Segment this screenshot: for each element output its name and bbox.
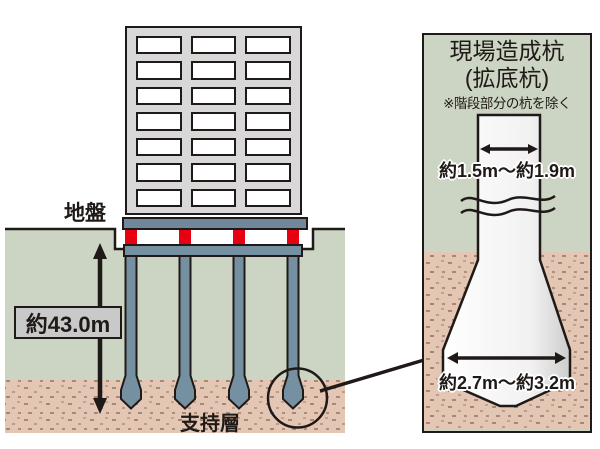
detail-panel: 現場造成杭 (拡底杭) ※階段部分の杭を除く 約1.5m〜約1.9m 約2.7m… bbox=[422, 33, 592, 433]
building-window bbox=[136, 112, 182, 131]
pile-1 bbox=[120, 249, 142, 410]
arrow-head-right bbox=[555, 352, 566, 364]
depth-arrow-head-up bbox=[93, 243, 107, 259]
seismic-isolator bbox=[125, 230, 137, 244]
pile-2 bbox=[174, 249, 196, 410]
depth-label: 約43.0m bbox=[14, 306, 122, 339]
building-window bbox=[190, 188, 237, 207]
building-window bbox=[245, 86, 291, 106]
foundation-slab bbox=[122, 217, 308, 230]
shaft-width-label: 約1.5m〜約1.9m bbox=[438, 161, 576, 181]
depth-arrow-head-down bbox=[93, 398, 107, 414]
building-window bbox=[190, 137, 237, 157]
seismic-isolator bbox=[179, 230, 191, 244]
panel-title: 現場造成杭 (拡底杭) bbox=[424, 38, 590, 92]
panel-title-line2: (拡底杭) bbox=[464, 65, 550, 91]
building-window bbox=[245, 36, 291, 55]
building-window bbox=[190, 112, 237, 131]
detail-pile-drawing bbox=[424, 113, 589, 430]
building-window bbox=[136, 36, 182, 55]
connector-line bbox=[319, 358, 425, 393]
building-window bbox=[136, 163, 182, 182]
building-window bbox=[190, 36, 237, 55]
building-window bbox=[136, 137, 182, 157]
building-window bbox=[245, 137, 291, 157]
magnifier-circle bbox=[266, 367, 329, 429]
building-window bbox=[245, 112, 291, 131]
break-line-2 bbox=[460, 206, 556, 217]
building-window bbox=[190, 86, 237, 106]
building bbox=[125, 26, 302, 215]
foundation-beam bbox=[123, 244, 303, 257]
arrow-head-left bbox=[480, 144, 490, 154]
panel-note: ※階段部分の杭を除く bbox=[443, 96, 571, 111]
building-window bbox=[190, 61, 237, 80]
building-window bbox=[190, 163, 237, 182]
building-window bbox=[136, 188, 182, 207]
seismic-isolator bbox=[233, 230, 245, 244]
break-line-1 bbox=[460, 194, 556, 205]
ground-label: 地盤 bbox=[64, 202, 106, 225]
building-window bbox=[245, 188, 291, 207]
support-layer-label: 支持層 bbox=[180, 413, 240, 435]
building-window bbox=[136, 61, 182, 80]
building-window bbox=[136, 86, 182, 106]
base-width-label: 約2.7m〜約3.2m bbox=[438, 373, 576, 393]
arrow-head-right bbox=[528, 144, 538, 154]
pile-3 bbox=[228, 249, 250, 410]
building-window bbox=[245, 163, 291, 182]
building-window bbox=[245, 61, 291, 80]
seismic-isolator bbox=[287, 230, 299, 244]
arrow-head-left bbox=[447, 352, 458, 364]
panel-title-line1: 現場造成杭 bbox=[449, 38, 565, 64]
